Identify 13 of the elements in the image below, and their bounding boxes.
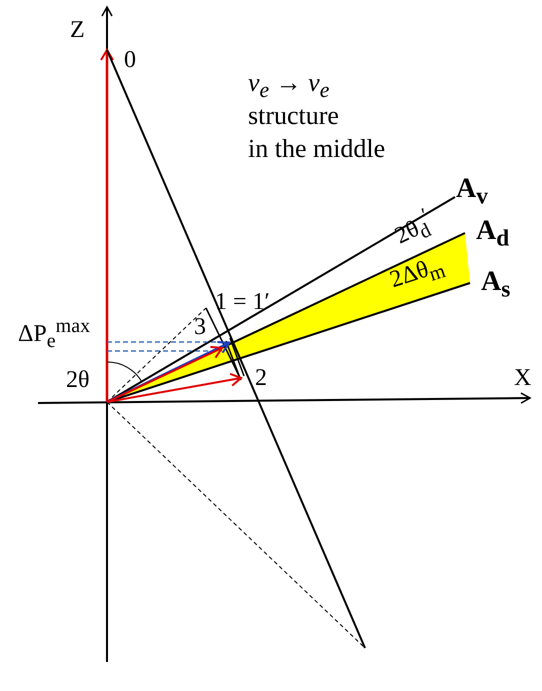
angle-label: 2θ: [66, 368, 90, 392]
axis-label: X: [514, 366, 532, 390]
line-label: A$_{d}$: [476, 217, 510, 251]
annotation-text: in the middle: [248, 136, 386, 162]
point-label: 0: [124, 48, 136, 72]
point-label: 2: [255, 366, 267, 390]
axis-label: Z: [70, 18, 85, 42]
line-label: A$_{s}$: [481, 268, 510, 302]
line-label: A$_{v}$: [456, 175, 488, 209]
annotation-text: ν$_{e}$ → ν$_{e}$: [248, 70, 330, 102]
annotation-text: structure: [248, 103, 339, 129]
point-label: 3: [194, 315, 206, 339]
point-label: 1 = 1′: [215, 290, 270, 314]
